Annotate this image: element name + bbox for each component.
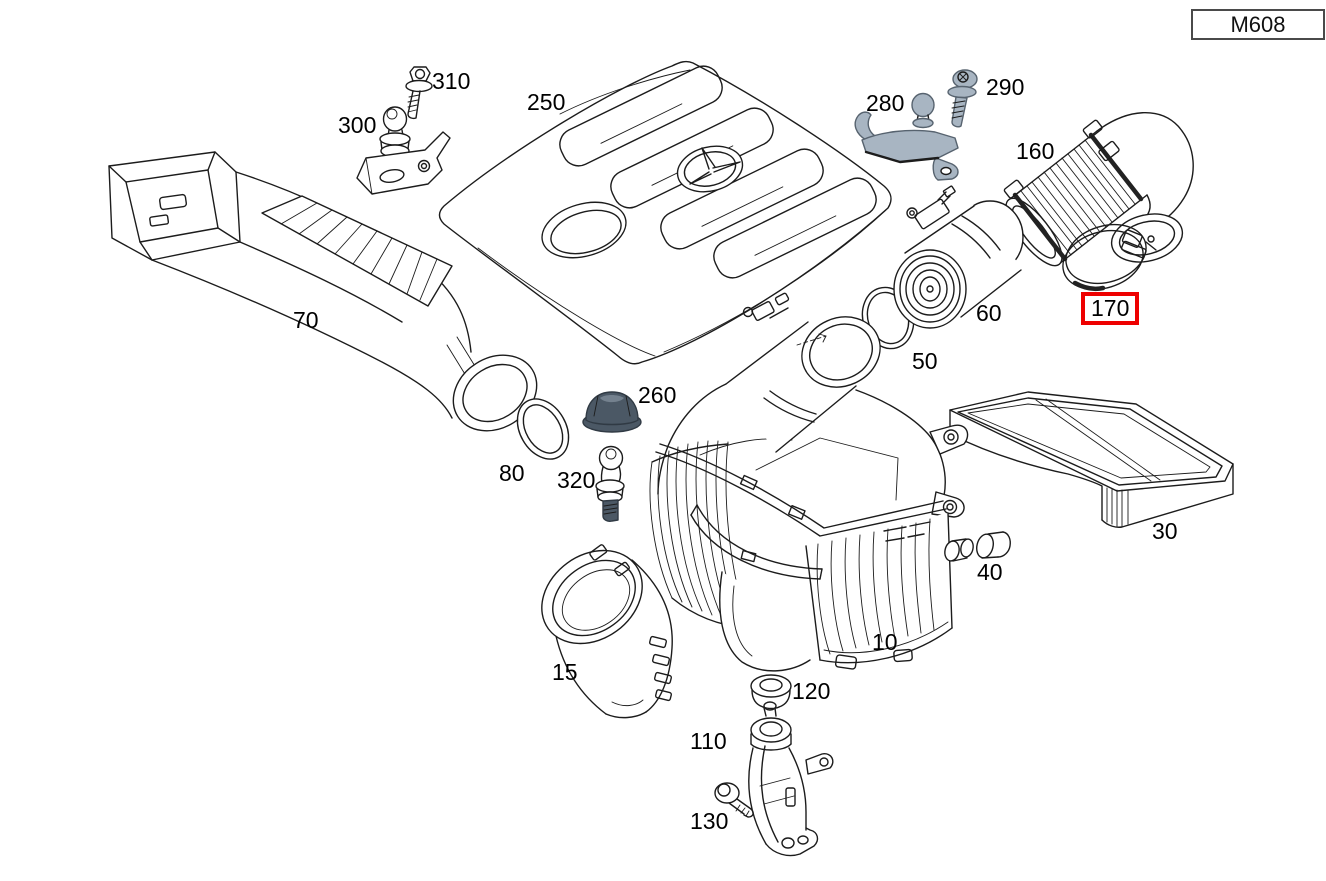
part-label-50[interactable]: 50	[912, 348, 938, 374]
part-160-corrugated-hose-drawing[interactable]	[997, 112, 1194, 274]
part-60-sensor-housing-drawing[interactable]	[893, 185, 1024, 329]
part-label-30[interactable]: 30	[1152, 518, 1178, 544]
part-130-bolt-drawing[interactable]	[714, 782, 754, 818]
part-label-290[interactable]: 290	[986, 74, 1025, 100]
part-label-60[interactable]: 60	[976, 300, 1002, 326]
part-280-bracket-drawing[interactable]	[854, 92, 959, 181]
part-label-70[interactable]: 70	[293, 307, 319, 333]
part-10-filter-housing-drawing[interactable]	[649, 292, 975, 672]
part-label-110[interactable]: 110	[690, 728, 727, 754]
part-label-170-highlighted[interactable]: 170	[1081, 292, 1140, 325]
part-label-10[interactable]: 10	[872, 629, 898, 655]
part-110-mounting-bracket-drawing[interactable]	[748, 701, 834, 857]
part-label-130[interactable]: 130	[690, 808, 729, 834]
part-label-260[interactable]: 260	[638, 382, 677, 408]
part-70-air-duct-drawing[interactable]	[108, 151, 551, 446]
part-label-15[interactable]: 15	[552, 659, 578, 685]
part-290-screw-drawing[interactable]	[947, 69, 978, 128]
part-label-310[interactable]: 310	[432, 68, 471, 94]
part-label-250[interactable]: 250	[527, 89, 566, 115]
part-40-sleeve-drawing[interactable]	[974, 531, 1011, 560]
part-label-120[interactable]: 120	[792, 678, 831, 704]
module-code-badge: M608	[1191, 9, 1325, 40]
mercedes-star-icon	[676, 145, 744, 193]
part-label-300[interactable]: 300	[338, 112, 377, 138]
part-label-280[interactable]: 280	[866, 90, 905, 116]
part-310-screw-drawing[interactable]	[405, 66, 433, 120]
part-15-intake-scoop-drawing[interactable]	[524, 531, 673, 719]
part-label-320[interactable]: 320	[557, 467, 596, 493]
part-120-grommet-drawing[interactable]	[750, 674, 792, 710]
part-30-filter-element-drawing[interactable]	[949, 391, 1234, 528]
part-label-160[interactable]: 160	[1016, 138, 1055, 164]
part-320-ball-pin-drawing[interactable]	[595, 445, 625, 522]
part-300-ball-stud-bracket-drawing[interactable]	[356, 106, 451, 195]
part-label-40[interactable]: 40	[977, 559, 1003, 585]
part-label-80[interactable]: 80	[499, 460, 525, 486]
part-250-engine-cover-drawing[interactable]	[438, 60, 892, 365]
part-80-seal-ring-drawing[interactable]	[507, 390, 579, 468]
part-170-hose-clamp-drawing[interactable]	[1056, 215, 1157, 299]
part-260-rubber-buffer-drawing[interactable]	[582, 391, 642, 433]
